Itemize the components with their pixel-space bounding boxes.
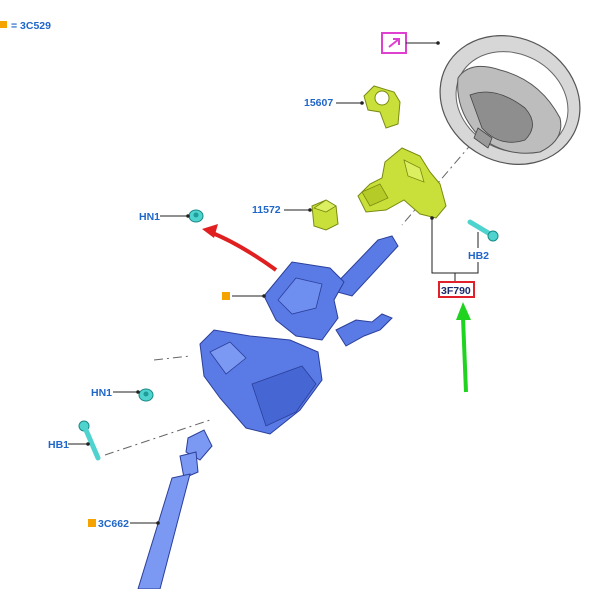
label-hn1-top: HN1 bbox=[139, 211, 160, 223]
label-3c662: 3C662 bbox=[98, 518, 129, 530]
red-arrow bbox=[202, 224, 278, 272]
bolt-hb2[interactable] bbox=[467, 219, 499, 242]
axis-centerline-lower-a bbox=[153, 355, 191, 361]
highlight-3f790 bbox=[438, 281, 475, 298]
legend-text: = 3C529 bbox=[11, 20, 51, 32]
marker-orange-3c662 bbox=[88, 519, 96, 527]
marker-orange-bracket bbox=[222, 292, 230, 300]
legend-swatch bbox=[0, 21, 7, 28]
green-arrow bbox=[456, 302, 471, 393]
label-hb2: HB2 bbox=[468, 250, 489, 262]
label-hb1: HB1 bbox=[48, 439, 69, 451]
steering-column-assembly[interactable] bbox=[137, 235, 399, 589]
part-15607-ignition-housing[interactable] bbox=[363, 85, 401, 129]
steering-wheel[interactable] bbox=[417, 11, 600, 188]
external-link-box[interactable] bbox=[381, 32, 407, 54]
fastener-hn1-bottom[interactable] bbox=[138, 388, 154, 402]
steering-lock-housing[interactable] bbox=[357, 147, 447, 219]
fastener-hn1-top[interactable] bbox=[188, 209, 204, 223]
label-11572: 11572 bbox=[252, 204, 281, 216]
part-11572-lock-cylinder[interactable] bbox=[311, 199, 339, 231]
label-3f790[interactable]: 3F790 bbox=[441, 285, 471, 297]
external-link-icon bbox=[388, 38, 400, 48]
bolt-hb1[interactable] bbox=[78, 420, 101, 461]
leader-3f790-bracket bbox=[431, 218, 479, 274]
label-15607: 15607 bbox=[304, 97, 333, 109]
label-hn1-bottom: HN1 bbox=[91, 387, 112, 399]
